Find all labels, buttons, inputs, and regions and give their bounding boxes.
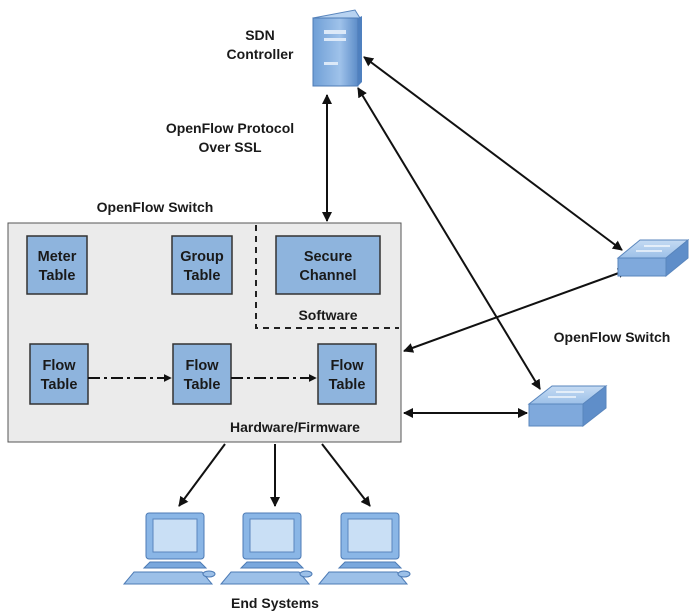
meter-table-label-line1: Meter [38,249,77,265]
group-table-label-line1: Group [180,249,224,265]
flow-table-1-label-line1: Flow [42,358,76,374]
flow-table-box-1: Flow Table [29,343,89,405]
flow-table-1-label-line2: Table [41,377,78,393]
sdn-controller-label-line1: SDN [245,27,275,43]
switch-to-remote-switch-1-arrow [403,268,628,353]
flow-table-3-label-line2: Table [329,377,366,393]
flow-table-3-label-line1: Flow [330,358,364,374]
remote-switch-2-icon [527,384,608,428]
switch-to-end-system-3-arrow [321,443,371,507]
sdn-controller-server-icon [312,9,362,87]
end-system-2-computer-icon [219,512,313,585]
meter-table-label-line2: Table [39,268,76,284]
secure-channel-label-line1: Secure [304,249,352,265]
software-partition-line [255,225,399,329]
controller-to-remote-switch-1-arrow [363,56,623,251]
sdn-controller-label-line2: Controller [227,46,294,62]
flow-table-box-2: Flow Table [172,343,232,405]
openflow-switch-title: OpenFlow Switch [97,199,214,215]
end-systems-label: End Systems [231,595,319,611]
protocol-label-line1: OpenFlow Protocol [166,120,294,136]
flow-table-box-3: Flow Table [317,343,377,405]
group-table-label-line2: Table [184,268,221,284]
secure-channel-box: Secure Channel [275,235,381,295]
meter-table-box: Meter Table [26,235,88,295]
protocol-label-line2: Over SSL [198,139,261,155]
flow-table-2-label-line1: Flow [185,358,219,374]
flow-table-2-label-line2: Table [184,377,221,393]
secure-channel-label-line2: Channel [299,268,356,284]
hardware-firmware-label: Hardware/Firmware [230,419,360,435]
remote-switch-1-icon [616,238,689,278]
switch-to-end-system-1-arrow [178,443,226,507]
end-system-3-computer-icon [317,512,411,585]
remote-switch-label: OpenFlow Switch [554,329,671,345]
end-system-1-computer-icon [122,512,216,585]
group-table-box: Group Table [171,235,233,295]
software-label: Software [298,307,357,323]
